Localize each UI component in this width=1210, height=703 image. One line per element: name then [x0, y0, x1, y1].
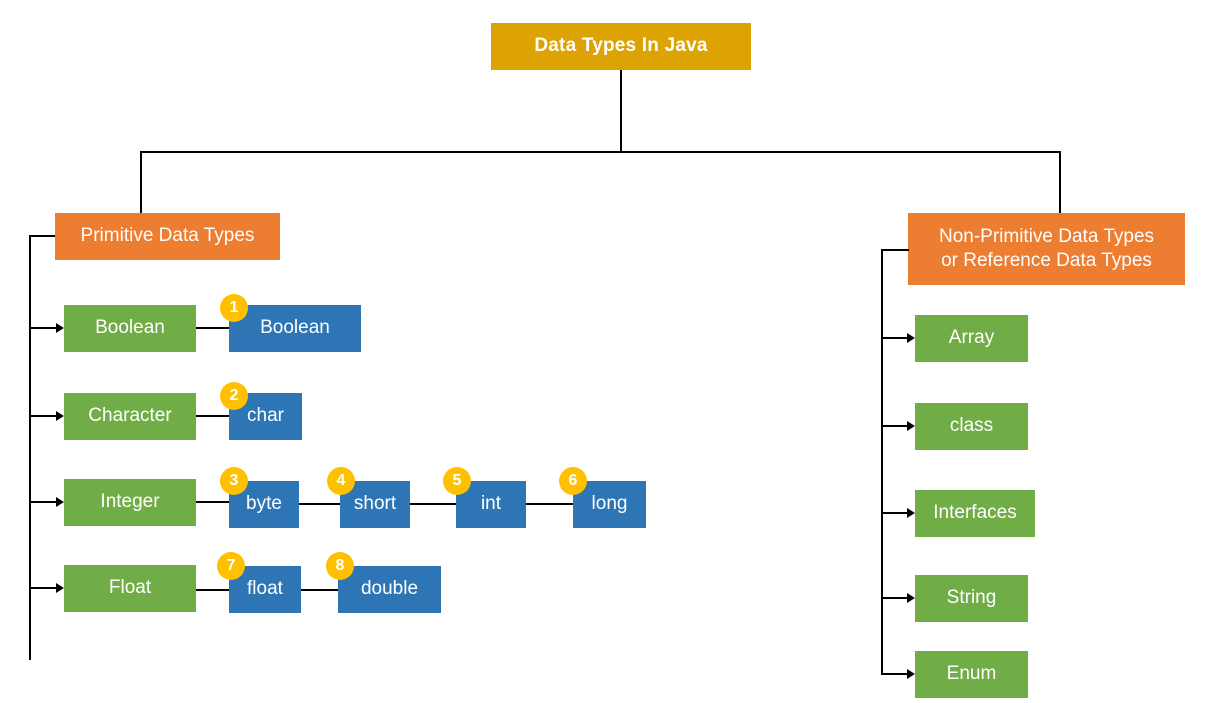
connector-branch-array	[881, 337, 908, 339]
type-node-double-label: double	[360, 578, 419, 600]
ref-node-class-label: class	[949, 415, 994, 437]
connector-branch-boolean	[29, 327, 56, 329]
wrapper-node-integer[interactable]: Integer	[64, 479, 196, 526]
ref-node-enum-label: Enum	[946, 663, 997, 685]
wrapper-node-character[interactable]: Character	[64, 393, 196, 440]
type-node-boolean[interactable]: Boolean	[229, 305, 361, 352]
ref-node-array[interactable]: Array	[915, 315, 1028, 362]
ref-node-interfaces[interactable]: Interfaces	[915, 490, 1035, 537]
type-node-byte-label: byte	[246, 493, 282, 515]
connector-branch-string	[881, 597, 908, 599]
wrapper-node-character-label: Character	[88, 405, 172, 427]
connector-byte-to-short	[299, 503, 340, 505]
ref-node-string[interactable]: String	[915, 575, 1028, 622]
type-node-long[interactable]: long	[573, 481, 646, 528]
badge-number-1: 1	[220, 294, 248, 322]
ref-node-array-label: Array	[948, 327, 995, 349]
connector-short-to-int	[410, 503, 456, 505]
connector-right-branch-drop	[1059, 151, 1061, 214]
badge-number-5: 5	[443, 467, 471, 495]
badge-number-5-value: 5	[452, 472, 462, 489]
ref-node-string-label: String	[946, 587, 997, 609]
arrowhead-character	[56, 411, 64, 421]
type-node-float-label: float	[247, 578, 283, 600]
category-non-primitive-label-line1: Non-Primitive Data Types	[938, 225, 1155, 247]
connector-root-stem	[620, 70, 622, 152]
arrowhead-class	[907, 421, 915, 431]
wrapper-node-boolean-label: Boolean	[95, 317, 165, 339]
connector-character-to-type	[196, 415, 229, 417]
badge-number-6: 6	[559, 467, 587, 495]
connector-branch-interfaces	[881, 512, 908, 514]
badge-number-3: 3	[220, 467, 248, 495]
arrowhead-interfaces	[907, 508, 915, 518]
wrapper-node-boolean[interactable]: Boolean	[64, 305, 196, 352]
type-node-int-label: int	[480, 493, 502, 515]
type-node-int[interactable]: int	[456, 481, 526, 528]
ref-node-interfaces-label: Interfaces	[933, 502, 1017, 524]
ref-node-enum[interactable]: Enum	[915, 651, 1028, 698]
badge-number-1-value: 1	[229, 299, 239, 316]
connector-root-bus	[140, 151, 1061, 153]
badge-number-3-value: 3	[229, 472, 239, 489]
root-node-data-types-in-java: Data Types In Java	[491, 23, 751, 70]
arrowhead-array	[907, 333, 915, 343]
arrowhead-integer	[56, 497, 64, 507]
connector-primitive-spine	[29, 235, 31, 660]
connector-non-primitive-inflow	[881, 249, 909, 251]
connector-branch-integer	[29, 501, 56, 503]
connector-branch-float	[29, 587, 56, 589]
type-node-short-label: short	[353, 493, 397, 515]
badge-number-7-value: 7	[226, 557, 236, 574]
category-primitive-label: Primitive Data Types	[80, 225, 255, 247]
arrowhead-boolean	[56, 323, 64, 333]
arrowhead-string	[907, 593, 915, 603]
category-non-primitive-data-types[interactable]: Non-Primitive Data Types or Reference Da…	[908, 213, 1185, 285]
connector-non-primitive-spine	[881, 249, 883, 675]
type-node-long-label: long	[591, 493, 628, 515]
badge-number-2-value: 2	[229, 387, 239, 404]
type-node-char[interactable]: char	[229, 393, 302, 440]
badge-number-8: 8	[326, 552, 354, 580]
connector-int-to-long	[526, 503, 573, 505]
wrapper-node-float-label: Float	[108, 577, 152, 599]
connector-primitive-inflow	[29, 235, 55, 237]
connector-integer-to-byte	[196, 501, 229, 503]
connector-branch-character	[29, 415, 56, 417]
badge-number-6-value: 6	[568, 472, 578, 489]
type-node-double[interactable]: double	[338, 566, 441, 613]
badge-number-7: 7	[217, 552, 245, 580]
category-non-primitive-label-line2: or Reference Data Types	[941, 250, 1152, 271]
badge-number-4-value: 4	[336, 472, 346, 489]
wrapper-node-float[interactable]: Float	[64, 565, 196, 612]
connector-branch-class	[881, 425, 908, 427]
connector-boolean-to-type	[196, 327, 229, 329]
connector-left-branch-drop	[140, 151, 142, 214]
connector-branch-enum	[881, 673, 908, 675]
ref-node-class[interactable]: class	[915, 403, 1028, 450]
connector-float-to-double	[301, 589, 338, 591]
badge-number-8-value: 8	[335, 557, 345, 574]
badge-number-4: 4	[327, 467, 355, 495]
connector-float-to-type	[196, 589, 229, 591]
root-node-label: Data Types In Java	[534, 35, 708, 57]
arrowhead-enum	[907, 669, 915, 679]
category-primitive-data-types[interactable]: Primitive Data Types	[55, 213, 280, 260]
badge-number-2: 2	[220, 382, 248, 410]
type-node-short[interactable]: short	[340, 481, 410, 528]
type-node-boolean-label: Boolean	[260, 317, 330, 339]
wrapper-node-integer-label: Integer	[100, 491, 160, 513]
arrowhead-float	[56, 583, 64, 593]
type-node-char-label: char	[247, 405, 284, 427]
